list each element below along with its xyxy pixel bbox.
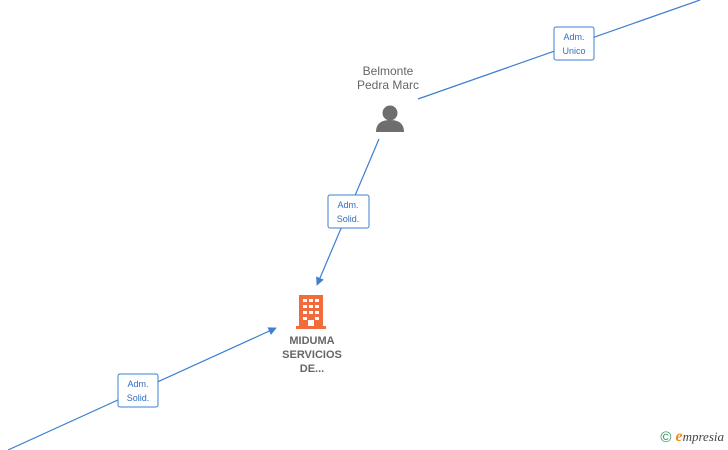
edge-label-line2: Solid. (337, 214, 360, 224)
edge-label-line2: Solid. (127, 393, 150, 403)
person-name-line2: Pedra Marc (356, 78, 420, 92)
company-name-line1: MIDUMA (289, 335, 335, 347)
edge-adm-unico[interactable]: Adm. Unico (417, 0, 701, 100)
company-name-line3: DE... (299, 363, 325, 375)
brand-logo: empresia (675, 428, 724, 446)
edge-label-line1: Adm. (563, 32, 584, 42)
building-icon[interactable] (296, 295, 326, 329)
company-name-line2: SERVICIOS (282, 349, 342, 361)
edge-label-line2: Unico (562, 46, 585, 56)
person-name[interactable]: Belmonte Pedra Marc (340, 64, 436, 92)
company-name[interactable]: MIDUMA SERVICIOS DE... (262, 334, 362, 376)
copyright-symbol: © (660, 428, 672, 446)
brand-initial: e (675, 428, 683, 445)
edge-label-line1: Adm. (337, 200, 358, 210)
footer-brand: © empresia (660, 428, 724, 446)
edge-label-line1: Adm. (127, 379, 148, 389)
brand-rest: mpresia (682, 429, 724, 444)
edge-adm-solid-lower[interactable]: Adm. Solid. (7, 327, 277, 450)
person-icon[interactable] (376, 105, 404, 133)
person-name-line1: Belmonte (362, 64, 414, 78)
edge-adm-solid-person[interactable]: Adm. Solid. (316, 138, 380, 286)
